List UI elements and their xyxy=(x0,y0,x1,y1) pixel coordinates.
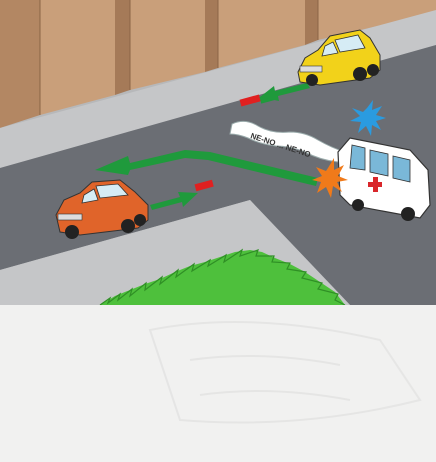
blank-page-area xyxy=(0,305,436,462)
